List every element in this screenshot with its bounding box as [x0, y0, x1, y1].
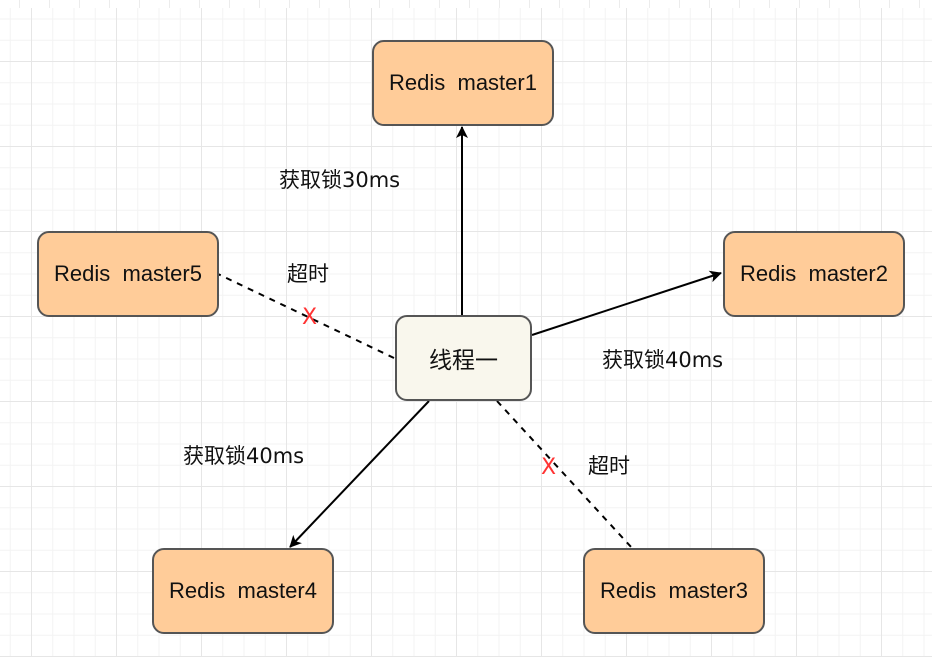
edge-label-master3: 超时: [588, 454, 630, 478]
edge-label-master4: 获取锁40ms: [183, 444, 305, 468]
node-thread-one[interactable]: 线程一: [395, 315, 532, 401]
edge-thread-to-master3-timeout[interactable]: [496, 400, 633, 549]
edge-thread-to-master5-timeout[interactable]: [217, 273, 395, 359]
node-redis-master2[interactable]: Redis master2: [723, 231, 905, 317]
node-redis-master4[interactable]: Redis master4: [152, 548, 334, 634]
edge-label-master5: 超时: [287, 262, 329, 286]
top-grid-strip: [0, 0, 932, 8]
node-redis-master3[interactable]: Redis master3: [583, 548, 765, 634]
edge-label-master1: 获取锁30ms: [279, 168, 401, 192]
edge-label-master2: 获取锁40ms: [602, 348, 724, 372]
edge-thread-to-master2[interactable]: [531, 270, 722, 336]
node-redis-master5[interactable]: Redis master5: [37, 231, 219, 317]
fail-mark-icon-master5: X: [302, 305, 318, 330]
edge-thread-to-master4[interactable]: [289, 400, 430, 548]
node-redis-master1[interactable]: Redis master1: [372, 40, 554, 126]
fail-mark-icon-master3: X: [541, 455, 557, 480]
